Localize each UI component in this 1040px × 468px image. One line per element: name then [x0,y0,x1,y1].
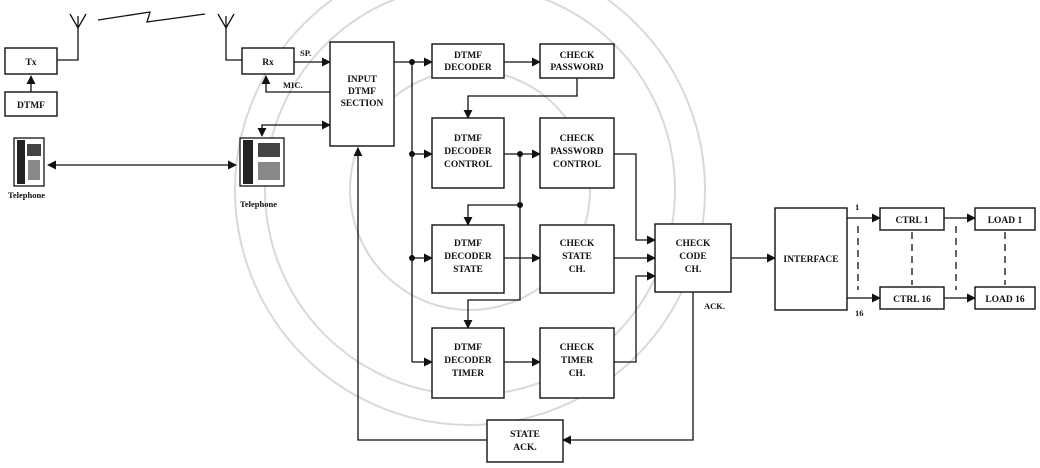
ack-label: ACK. [704,301,725,311]
decoder-control-line2: DECODER [444,147,492,157]
input-section-line1: INPUT [347,75,377,85]
decoder-state-line2: DECODER [444,252,492,262]
state-ack-box [487,420,563,462]
check-timer-line2: TIMER [561,356,593,366]
ctrl-16-label: CTRL 16 [893,295,931,305]
tx-label: Tx [25,58,36,68]
mic-label: MIC. [283,80,303,90]
password-control-line3: CONTROL [553,160,601,170]
load-16-label: LOAD 16 [985,295,1025,305]
load-1-label: LOAD 1 [988,216,1023,226]
check-password-line1: CHECK [560,51,595,61]
channel-first-label: 1 [855,202,859,212]
tx-antenna-icon [57,14,86,60]
state-ack-line2: ACK. [513,443,537,453]
sp-label: SP. [300,48,311,58]
ctrl-1-label: CTRL 1 [896,216,929,226]
junction-dot [409,151,415,157]
check-password-line2: PASSWORD [550,63,603,73]
check-code-line3: CH. [685,265,702,275]
interface-label: INTERFACE [783,255,838,265]
check-state-line1: CHECK [560,239,595,249]
decoder-control-line1: DTMF [454,134,482,144]
check-code-line2: CODE [679,252,706,262]
junction-dot [517,151,523,157]
telephone-right-label: Telephone [240,199,277,209]
decoder-timer-line2: DECODER [444,356,492,366]
rx-label: Rx [262,58,274,68]
input-section-line3: SECTION [341,99,384,109]
decoder-state-line3: STATE [453,265,483,275]
feedback-to-state-arrow [468,205,520,225]
check-state-line3: CH. [569,265,586,275]
check-state-line2: STATE [562,252,592,262]
decoder-state-line1: DTMF [454,239,482,249]
state-ack-line1: STATE [510,430,540,440]
channel-last-label: 16 [855,308,864,318]
dtmf-decoder-line2: DECODER [444,63,492,73]
decoder-timer-line3: TIMER [452,369,484,379]
telephone-left-label: Telephone [8,190,45,200]
junction-dot [409,255,415,261]
password-control-line2: PASSWORD [550,147,603,157]
decoder-timer-line1: DTMF [454,343,482,353]
radio-link-icon [98,12,205,22]
decoder-control-line3: CONTROL [444,160,492,170]
check-timer-line1: CHECK [560,343,595,353]
input-section-line2: DTMF [348,87,376,97]
dtmf-label: DTMF [17,101,45,111]
password-control-line1: CHECK [560,134,595,144]
dtmf-decoder-line1: DTMF [454,51,482,61]
check-timer-line3: CH. [569,369,586,379]
telephone-left-icon [14,138,44,186]
password-control-to-code-arrow [614,154,655,240]
rx-antenna-icon [218,14,242,60]
telephone-right-icon [240,138,284,186]
check-code-line1: CHECK [676,239,711,249]
